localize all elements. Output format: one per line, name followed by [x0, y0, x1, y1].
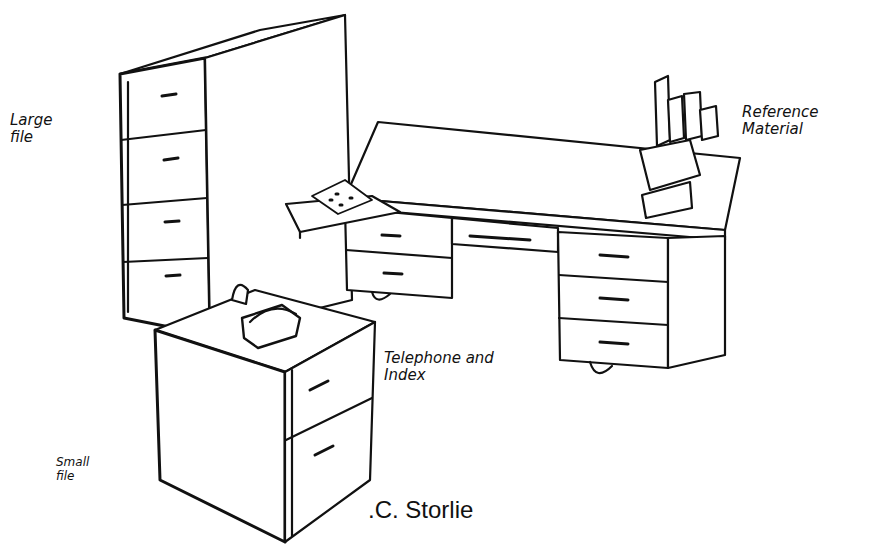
desk-leg	[372, 292, 390, 300]
small-file-cabinet	[155, 285, 375, 542]
cabinet-edge	[127, 82, 129, 312]
drawer-handle	[382, 235, 400, 236]
book	[700, 106, 718, 140]
card-dots	[330, 194, 352, 205]
drawer-handle	[165, 221, 179, 222]
left-pedestal	[345, 208, 452, 298]
reference-material	[640, 76, 718, 218]
drawer-handle	[600, 255, 628, 257]
small-file-front	[285, 322, 375, 542]
right-pedestal-front	[558, 232, 668, 368]
drawer-line	[286, 398, 372, 440]
index-card-box	[312, 180, 372, 214]
drawer-line	[559, 318, 668, 325]
drawer-handle	[310, 381, 328, 390]
drawer-handle	[384, 273, 402, 274]
small-file-label: Small file	[56, 456, 104, 484]
large-file-cabinet	[120, 15, 352, 335]
drawer-handle	[600, 298, 628, 300]
telephone	[242, 305, 300, 348]
author-signature: .C. Storlie	[368, 496, 568, 524]
tray-base	[642, 182, 692, 218]
cabinet-side	[205, 15, 352, 335]
card-index	[232, 285, 248, 304]
book	[668, 96, 684, 142]
drawer-handle	[600, 342, 628, 344]
drawer-handle	[162, 94, 176, 96]
telephone-handset	[250, 309, 296, 322]
drawer-line	[346, 250, 452, 258]
drawer-handle	[470, 236, 530, 240]
drawer-handle	[166, 275, 180, 276]
drawer-handle	[164, 158, 178, 160]
drawer-line	[559, 275, 668, 282]
desk-leg	[590, 362, 612, 373]
cabinet-label: Large file	[10, 112, 62, 147]
drawer-handle	[315, 446, 333, 455]
right-pedestal-side	[668, 236, 725, 368]
telephone-label: Telephone and Index	[384, 350, 534, 385]
cabinet-edge	[291, 370, 293, 536]
drawer-line	[121, 130, 206, 140]
drawer-line	[123, 258, 208, 262]
cabinet-front	[120, 58, 210, 335]
drawer-line	[122, 198, 207, 205]
small-file-side	[155, 330, 285, 542]
center-drawer	[452, 218, 558, 252]
shelf-edge	[299, 232, 301, 238]
reference-label: Reference Material	[742, 104, 862, 139]
